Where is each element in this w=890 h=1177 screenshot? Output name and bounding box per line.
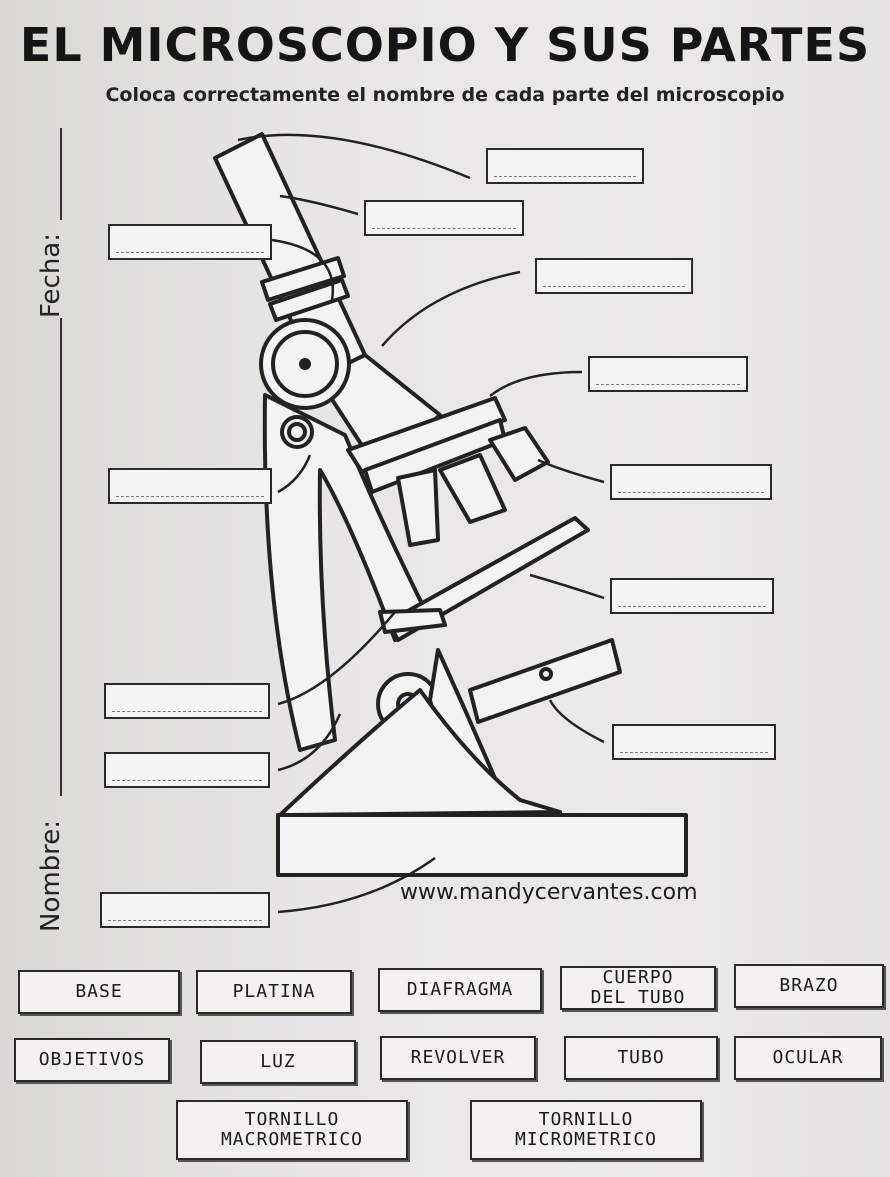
- website-credit: www.mandycervantes.com: [400, 880, 698, 905]
- answer-box-2[interactable]: [364, 200, 524, 236]
- word-card-cuerpo-del-tubo[interactable]: CUERPO DEL TUBO: [560, 966, 716, 1010]
- answer-box-6[interactable]: [108, 468, 272, 504]
- answer-box-1[interactable]: [486, 148, 644, 184]
- word-card-tubo[interactable]: TUBO: [564, 1036, 718, 1080]
- page-title: EL MICROSCOPIO Y SUS PARTES: [19, 18, 871, 72]
- word-card-ocular[interactable]: OCULAR: [734, 1036, 882, 1080]
- word-card-luz[interactable]: LUZ: [200, 1040, 356, 1084]
- arrow-icon: [237, 133, 605, 914]
- word-card-diafragma[interactable]: DIAFRAGMA: [378, 968, 542, 1012]
- answer-box-3[interactable]: [108, 224, 272, 260]
- instructions: Coloca correctamente el nombre de cada p…: [105, 84, 785, 106]
- answer-box-7[interactable]: [610, 464, 772, 500]
- word-card-revolver[interactable]: REVOLVER: [380, 1036, 536, 1080]
- word-card-brazo[interactable]: BRAZO: [734, 964, 884, 1008]
- answer-box-10[interactable]: [612, 724, 776, 760]
- word-card-platina[interactable]: PLATINA: [196, 970, 352, 1014]
- answer-box-8[interactable]: [610, 578, 774, 614]
- name-line[interactable]: [60, 318, 62, 796]
- answer-box-11[interactable]: [104, 752, 270, 788]
- answer-box-4[interactable]: [535, 258, 693, 294]
- answer-box-12[interactable]: [100, 892, 270, 928]
- word-card-base[interactable]: BASE: [18, 970, 180, 1014]
- word-card-tornillo-micrometrico[interactable]: TORNILLO MICROMETRICO: [470, 1100, 702, 1160]
- word-card-objetivos[interactable]: OBJETIVOS: [14, 1038, 170, 1082]
- microscope-illustration: [213, 132, 688, 914]
- date-line[interactable]: [60, 128, 62, 220]
- word-card-tornillo-macrometrico[interactable]: TORNILLO MACROMETRICO: [176, 1100, 408, 1160]
- answer-box-5[interactable]: [588, 356, 748, 392]
- answer-box-9[interactable]: [104, 683, 270, 719]
